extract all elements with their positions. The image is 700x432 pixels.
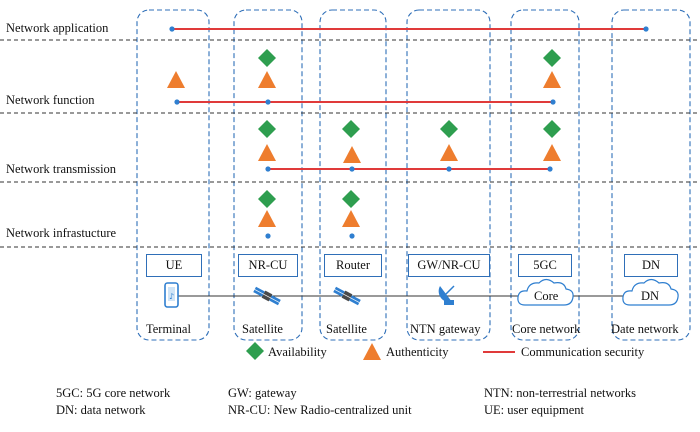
cloud-icon-dn bbox=[622, 278, 679, 306]
endpoint-node-3 bbox=[174, 99, 180, 105]
availability-diamond-5 bbox=[440, 120, 458, 138]
abbr-5gc: 5GC: 5G core network bbox=[56, 386, 171, 400]
5gc-box: 5GC bbox=[518, 254, 572, 277]
endpoint-node-6 bbox=[265, 166, 271, 172]
availability-diamond-7 bbox=[258, 190, 276, 208]
dish-icon bbox=[438, 285, 455, 305]
layer-label-infrastructure: Network infrastucture bbox=[6, 226, 117, 240]
authenticity-triangle-9 bbox=[342, 210, 360, 227]
endpoint-node-1 bbox=[169, 26, 175, 32]
satellite-icon-1 bbox=[253, 286, 281, 306]
caption-satellite-1: Satellite bbox=[242, 322, 283, 336]
endpoint-node-11 bbox=[349, 233, 355, 239]
legend-availability-label: Availability bbox=[268, 345, 327, 359]
dn-box: DN bbox=[624, 254, 678, 277]
abbr-dn: DN: data network bbox=[56, 403, 146, 417]
availability-diamond-4 bbox=[342, 120, 360, 138]
endpoint-node-4 bbox=[265, 99, 271, 105]
authenticity-triangle-8 bbox=[258, 210, 276, 227]
endpoint-node-8 bbox=[446, 166, 452, 172]
legend-authenticity-label: Authenticity bbox=[386, 345, 449, 359]
caption-data-network: Date network bbox=[611, 322, 679, 336]
gw-nr-cu-box: GW/NR-CU bbox=[408, 254, 490, 277]
phone-note-glyph: ♪ bbox=[169, 292, 174, 301]
column-frame-terminal bbox=[136, 9, 210, 341]
satellite-icon-2 bbox=[333, 286, 361, 306]
abbr-gw: GW: gateway bbox=[228, 386, 297, 400]
authenticity-triangle-4 bbox=[258, 144, 276, 161]
phone-screen bbox=[168, 287, 175, 301]
abbr-ntn: NTN: non-terrestrial networks bbox=[484, 386, 637, 400]
authenticity-triangle-1 bbox=[167, 71, 185, 88]
legend-availability-diamond bbox=[246, 342, 264, 360]
authenticity-triangle-3 bbox=[543, 71, 561, 88]
legend-security-label: Communication security bbox=[521, 345, 645, 359]
availability-diamond-1 bbox=[258, 49, 276, 67]
endpoint-node-10 bbox=[265, 233, 271, 239]
column-frame-core-network bbox=[510, 9, 580, 341]
caption-core-network: Core network bbox=[512, 322, 581, 336]
endpoint-node-2 bbox=[643, 26, 649, 32]
authenticity-triangle-6 bbox=[440, 144, 458, 161]
endpoint-node-5 bbox=[550, 99, 556, 105]
abbr-ue: UE: user equipment bbox=[484, 403, 584, 417]
caption-terminal: Terminal bbox=[146, 322, 191, 336]
authenticity-triangle-5 bbox=[343, 146, 361, 163]
column-frame-satellite-1 bbox=[233, 9, 303, 341]
layer-label-function: Network function bbox=[6, 93, 95, 107]
abbr-nr-cu: NR-CU: New Radio-centralized unit bbox=[228, 403, 412, 417]
column-frame-ntn-gateway bbox=[406, 9, 491, 341]
caption-satellite-2: Satellite bbox=[326, 322, 367, 336]
core-cloud-label: Core bbox=[534, 289, 559, 303]
authenticity-triangle-7 bbox=[543, 144, 561, 161]
caption-ntn-gateway: NTN gateway bbox=[410, 322, 481, 336]
endpoint-node-9 bbox=[547, 166, 553, 172]
availability-diamond-3 bbox=[258, 120, 276, 138]
availability-diamond-6 bbox=[543, 120, 561, 138]
nr-cu-box: NR-CU bbox=[238, 254, 298, 277]
endpoint-node-7 bbox=[349, 166, 355, 172]
column-frame-satellite-2 bbox=[319, 9, 387, 341]
router-box: Router bbox=[324, 254, 382, 277]
dn-cloud-label: DN bbox=[641, 289, 660, 303]
layer-label-transmission: Network transmission bbox=[6, 162, 117, 176]
authenticity-triangle-2 bbox=[258, 71, 276, 88]
ue-box: UE bbox=[146, 254, 202, 277]
layer-label-application: Network application bbox=[6, 21, 109, 35]
legend-authenticity-triangle bbox=[363, 343, 381, 360]
cloud-icon-core bbox=[517, 278, 574, 306]
availability-diamond-2 bbox=[543, 49, 561, 67]
column-frame-data-network bbox=[611, 9, 691, 341]
availability-diamond-8 bbox=[342, 190, 360, 208]
